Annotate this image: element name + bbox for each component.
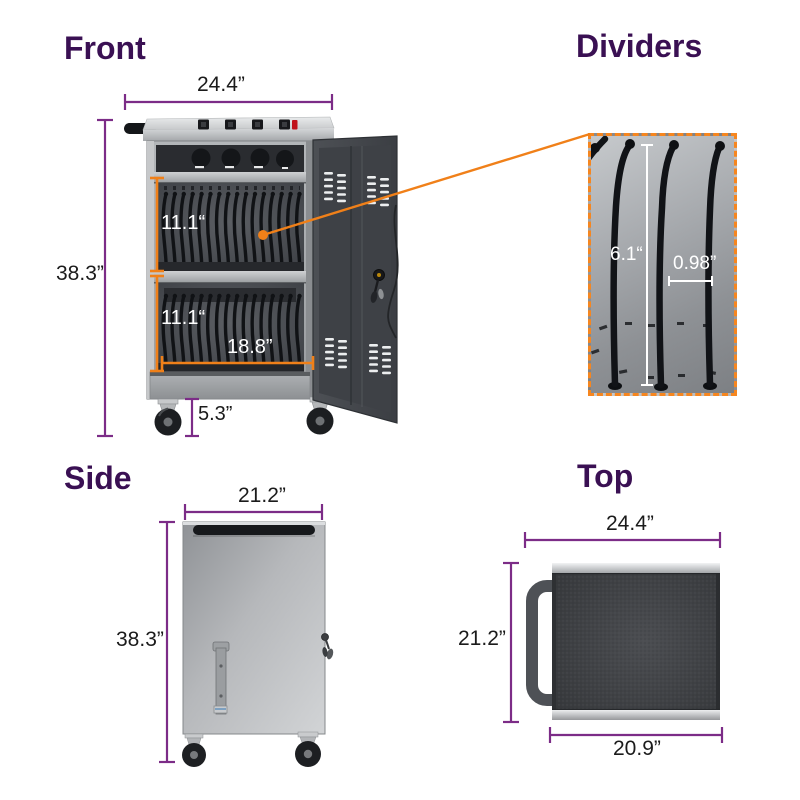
top-bottom-width-label: 20.9”	[613, 737, 661, 760]
front-width-dimension-line	[123, 94, 334, 110]
dividers-detail-box: 6.1“ 0.98”	[588, 133, 737, 396]
top-surface	[552, 563, 720, 720]
side-cabinet-body	[182, 521, 326, 735]
front-cabinet-body	[146, 140, 314, 400]
front-height-dimension-line	[97, 118, 113, 438]
front-top-power-strip	[142, 116, 335, 141]
front-height-label: 38.3”	[56, 262, 104, 285]
side-cord-bracket	[212, 641, 230, 715]
top-depth-dimension-line	[503, 561, 519, 724]
front-width-label: 24.4”	[197, 73, 245, 96]
divider-spacing-label: 0.98”	[673, 253, 717, 274]
top-section-title: Top	[577, 458, 634, 494]
top-width-label: 24.4”	[606, 512, 654, 535]
shelf-slot-cutouts	[591, 322, 717, 379]
top-depth-label: 21.2”	[458, 627, 506, 650]
side-view-graphic	[182, 521, 334, 767]
front-view-graphic	[124, 116, 399, 436]
side-depth-label: 21.2”	[238, 484, 286, 507]
power-outlets	[198, 119, 290, 130]
side-height-dimension-line	[159, 520, 175, 764]
side-caster-left	[182, 733, 206, 767]
top-width-dimension-line	[523, 532, 722, 548]
power-switch	[292, 120, 298, 130]
side-height-label: 38.3”	[116, 628, 164, 651]
side-top-handle	[193, 525, 315, 535]
top-bottom-width-dimension-line	[548, 727, 724, 743]
divider-height-label: 6.1“	[610, 244, 643, 265]
side-caster-right	[295, 731, 321, 767]
door-lock-and-keys	[370, 269, 385, 303]
top-view-graphic	[526, 563, 720, 720]
top-front-trim	[552, 563, 720, 573]
dividers-detail-graphic	[591, 136, 725, 391]
side-lock-and-keys	[321, 633, 334, 660]
divider-height-dimension-line	[641, 144, 653, 386]
front-open-door	[312, 135, 399, 424]
divider-spacing-dimension-line	[668, 276, 713, 286]
front-caster-left	[154, 398, 182, 436]
side-section-title: Side	[64, 460, 132, 496]
dividers-section-title: Dividers	[576, 28, 703, 64]
divider-rods	[591, 136, 725, 391]
front-section-title: Front	[64, 30, 146, 66]
top-back-trim	[552, 710, 720, 720]
